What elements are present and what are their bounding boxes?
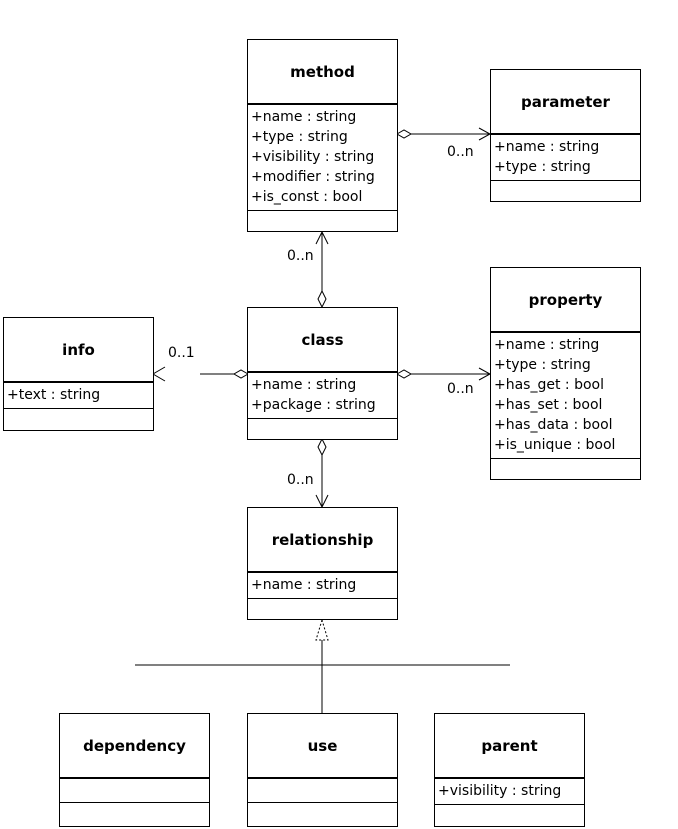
multiplicity-class-method: 0..n <box>287 248 314 264</box>
generalization-triangle <box>315 618 329 641</box>
class-box-method[interactable]: method +name : string +type : string +vi… <box>247 39 398 232</box>
attribute: +type : string <box>251 129 348 145</box>
attribute: +modifier : string <box>251 169 375 185</box>
class-name-info: info <box>4 318 153 383</box>
class-name-use: use <box>248 714 397 779</box>
multiplicity-class-relationship: 0..n <box>287 472 314 488</box>
class-box-dependency[interactable]: dependency <box>59 713 210 827</box>
attribute: +type : string <box>494 357 591 373</box>
class-box-parent[interactable]: parent +visibility : string <box>434 713 585 827</box>
attribute: +has_get : bool <box>494 377 604 393</box>
assoc-class-property <box>395 367 492 381</box>
attribute: +is_const : bool <box>251 189 363 205</box>
class-name-dependency: dependency <box>60 714 209 779</box>
class-box-relationship[interactable]: relationship +name : string <box>247 507 398 620</box>
class-name-class: class <box>248 308 397 373</box>
class-box-info[interactable]: info +text : string <box>3 317 154 431</box>
attribute: +has_set : bool <box>494 397 603 413</box>
class-box-property[interactable]: property +name : string +type : string +… <box>490 267 641 480</box>
attribute: +text : string <box>7 387 101 403</box>
class-box-use[interactable]: use <box>247 713 398 827</box>
class-name-property: property <box>491 268 640 333</box>
attributes-parameter: +name : string +type : string <box>491 135 640 181</box>
arrowhead-info <box>152 366 166 382</box>
aggregation-diamond-class-top <box>317 289 327 309</box>
class-name-parent: parent <box>435 714 584 779</box>
attribute: +type : string <box>494 159 591 175</box>
attributes-relationship: +name : string <box>248 573 397 599</box>
class-name-relationship: relationship <box>248 508 397 573</box>
attribute: +name : string <box>251 109 357 125</box>
class-name-method: method <box>248 40 397 105</box>
attribute: +visibility : string <box>251 149 375 165</box>
attributes-dependency <box>60 779 209 803</box>
class-box-parameter[interactable]: parameter +name : string +type : string <box>490 69 641 202</box>
multiplicity-class-info: 0..1 <box>168 345 195 361</box>
aggregation-diamond-method <box>395 129 413 139</box>
attribute: +name : string <box>494 139 600 155</box>
attribute: +name : string <box>494 337 600 353</box>
attributes-use <box>248 779 397 803</box>
attribute: +is_unique : bool <box>494 437 616 453</box>
arrowhead-method <box>315 230 329 245</box>
attribute: +package : string <box>251 397 376 413</box>
attributes-method: +name : string +type : string +visibilit… <box>248 105 397 211</box>
attributes-info: +text : string <box>4 383 153 409</box>
aggregation-diamond-class-right <box>395 369 413 379</box>
assoc-class-relationship <box>315 437 329 509</box>
attributes-parent: +visibility : string <box>435 779 584 805</box>
generalization-relationship <box>135 618 510 713</box>
attributes-property: +name : string +type : string +has_get :… <box>491 333 640 459</box>
assoc-method-parameter <box>395 127 492 141</box>
aggregation-diamond-class-bottom <box>317 437 327 457</box>
attributes-class: +name : string +package : string <box>248 373 397 419</box>
aggregation-diamond-class-left <box>232 369 250 379</box>
multiplicity-class-property: 0..n <box>447 381 474 397</box>
assoc-class-info <box>152 366 250 382</box>
class-name-parameter: parameter <box>491 70 640 135</box>
attribute: +name : string <box>251 377 357 393</box>
attribute: +visibility : string <box>438 783 562 799</box>
class-box-class[interactable]: class +name : string +package : string <box>247 307 398 440</box>
multiplicity-method-parameter: 0..n <box>447 144 474 160</box>
attribute: +name : string <box>251 577 357 593</box>
assoc-class-method <box>315 230 329 309</box>
attribute: +has_data : bool <box>494 417 613 433</box>
